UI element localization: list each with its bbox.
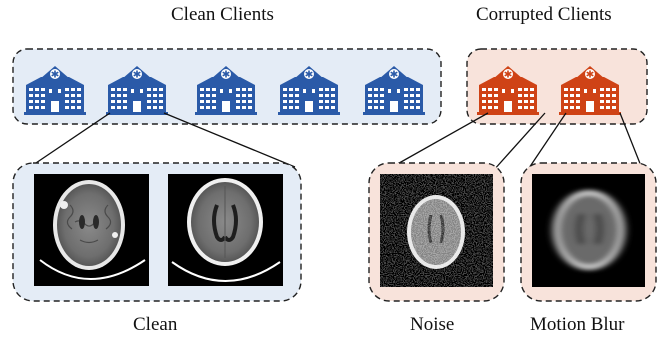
- ct-scan-image-motion-blur: [532, 174, 645, 287]
- clean-clients-title: Clean Clients: [171, 4, 274, 25]
- connector-line: [619, 112, 644, 172]
- caption-noise: Noise: [410, 314, 455, 335]
- connector-line: [492, 112, 546, 172]
- connector-line: [29, 112, 111, 168]
- connector-line: [384, 112, 489, 172]
- connector-line: [526, 112, 567, 172]
- ct-scan-image-noise: [380, 174, 493, 287]
- caption-motion-blur: Motion Blur: [530, 314, 625, 335]
- ct-scan-image-clean-1: [34, 174, 149, 286]
- caption-clean: Clean: [133, 314, 178, 335]
- connector-line: [163, 112, 296, 168]
- corrupted-clients-title: Corrupted Clients: [476, 4, 612, 25]
- ct-scan-image-clean-2: [168, 174, 283, 286]
